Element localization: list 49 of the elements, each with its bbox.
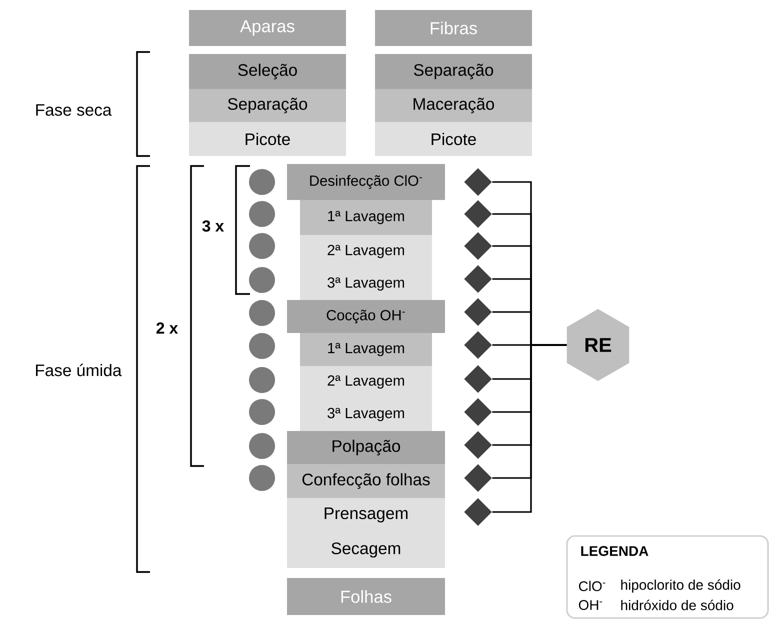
node-label: Prensagem [324,508,408,522]
process-box: 3ª Lavagem [300,398,432,431]
diamond [464,331,492,359]
repeat-label: 3 x [202,220,224,232]
process-box: Desinfecção ClO$^{-}$ [287,164,445,200]
diamond [464,265,492,293]
process-box: Prensagem [287,498,445,532]
process-box: Folhas [287,578,445,615]
node-label: 3ª Lavagem [328,408,404,422]
diamond [464,464,492,492]
legend-text: ClO$^{-}$ [578,580,606,592]
process-box: Fibras [375,10,532,46]
process-box: Separação [375,54,532,89]
diamond [464,200,492,228]
process-box: Seleção [189,54,346,89]
process-box: Separação [189,89,346,122]
legend-text: hidróxido de sódio [621,600,734,610]
process-box: Secagem [287,532,445,568]
process-box: Maceração [375,89,532,122]
process-box: Aparas [189,10,346,46]
process-box: Picote [375,122,532,156]
diamond [464,398,492,426]
process-box: 2ª Lavagem [300,235,432,268]
phase-label: Fase úmida [36,364,122,376]
diamond [464,168,492,196]
repeat-label: 2 x [156,322,178,334]
process-box: 2ª Lavagem [300,366,432,398]
diamond [464,498,492,526]
process-box: Polpação [287,431,445,464]
process-box: Confecção folhas [287,464,445,498]
connector [492,344,567,513]
process-box: Picote [189,122,346,156]
process-box: 3ª Lavagem [300,268,432,300]
diamond [464,431,492,459]
legend-text: hipoclorito de sódio [621,579,740,593]
node-label: Secagem [332,542,400,558]
legend-title: LEGENDA [581,546,648,556]
node-label: 3ª Lavagem [328,277,404,291]
node-label: 2ª Lavagem [328,375,404,389]
process-box: 1ª Lavagem [300,200,432,235]
hexagon: RE [566,309,630,381]
diamond [464,365,492,393]
phase-label: Fase seca [36,104,112,116]
legend-text: OH$^{-}$ [578,600,602,610]
diamond [464,298,492,326]
node-label: 2ª Lavagem [328,244,404,258]
diamond [464,232,492,260]
process-box: 1ª Lavagem [300,333,432,366]
process-box: Cocção OH$^{-}$ [287,300,445,333]
